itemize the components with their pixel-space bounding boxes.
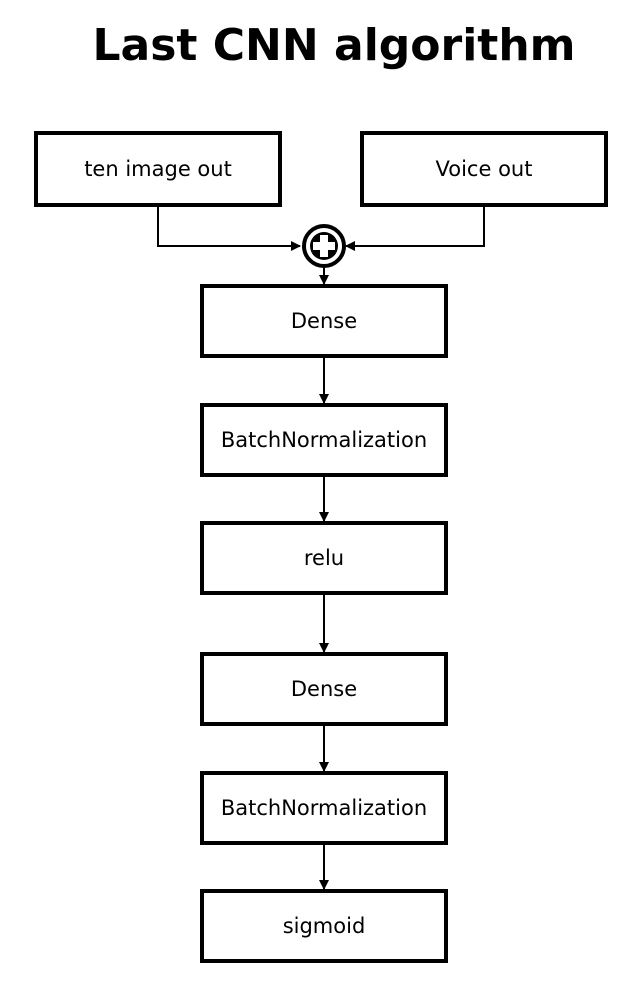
layer-box-dense-2: Dense — [200, 652, 448, 726]
layer-box-dense-1: Dense — [200, 284, 448, 358]
arrow-right-input-to-merge — [345, 206, 485, 251]
layer-label-relu: relu — [303, 546, 345, 570]
layer-label-dense-2: Dense — [290, 677, 358, 701]
layer-label-sigmoid: sigmoid — [282, 914, 366, 938]
input-label-image: ten image out — [84, 157, 232, 181]
input-box-voice: Voice out — [360, 131, 608, 207]
layer-box-sigmoid: sigmoid — [200, 889, 448, 963]
input-box-image: ten image out — [34, 131, 282, 207]
arrow-left-input-to-merge — [157, 206, 301, 251]
layer-box-batchnorm-2: BatchNormalization — [200, 771, 448, 845]
layer-label-batchnorm-1: BatchNormalization — [220, 428, 428, 452]
layer-box-batchnorm-1: BatchNormalization — [200, 403, 448, 477]
input-label-voice: Voice out — [435, 157, 533, 181]
diagram-title: Last CNN algorithm — [92, 20, 576, 71]
plus-circle-icon — [302, 224, 346, 268]
layer-label-batchnorm-2: BatchNormalization — [220, 796, 428, 820]
layer-label-dense-1: Dense — [290, 309, 358, 333]
layer-box-relu: relu — [200, 521, 448, 595]
